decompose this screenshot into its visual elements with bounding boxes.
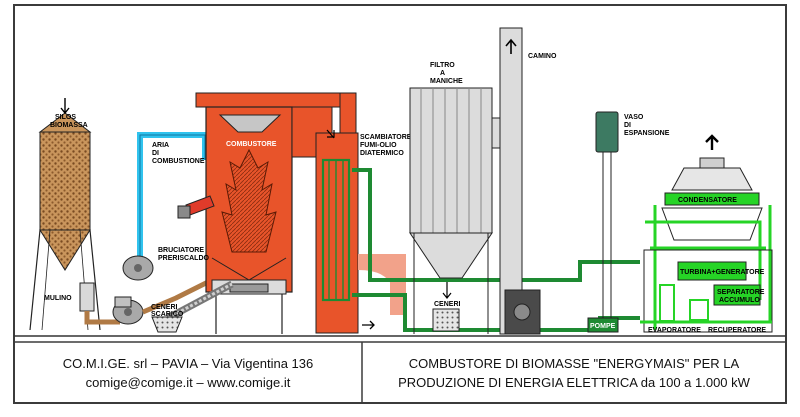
label-combustore: COMBUSTORE [226,141,277,148]
drawing-title-line1: COMBUSTORE DI BIOMASSE "ENERGYMAIS" PER … [408,356,740,371]
label-evaporatore: EVAPORATORE [648,327,701,334]
footer-title-text-block: COMBUSTORE DI BIOMASSE "ENERGYMAIS" PER … [364,345,784,401]
label-scarico: SCARICO [151,311,184,318]
label-vaso-di: DI [624,122,631,129]
flow-arrow-icon [326,129,335,139]
chimney-group: CAMINO [499,27,557,335]
biomass-feed-pipe [84,311,120,325]
flame-shape [221,148,277,253]
combustor-group: COMBUSTORE [166,92,357,334]
label-fumi-olio: FUMI-OLIO [360,142,397,149]
label-ceneri-left: CENERI [151,304,178,311]
orc-module-group: CONDENSATORE TURBINA+GENERATORE SEPARATO… [640,134,773,334]
label-diatermico: DIATERMICO [360,150,404,157]
label-a: A [440,70,445,77]
label-camino: CAMINO [528,53,557,60]
label-turbina: TURBINA+GENERATORE [680,269,765,276]
turbine-generator [677,261,747,281]
filter-body [409,87,493,234]
label-scambiatore: SCAMBIATORE [360,134,412,141]
exchanger-group: SCAMBIATORE FUMI-OLIO DIATERMICO [315,129,412,334]
label-silos: SILOS [55,114,76,121]
burner-group: BRUCIATORE PRERISCALDO [158,195,215,262]
label-maniche: MANICHE [430,78,463,85]
condenser-hood [671,167,753,191]
ash-bin-left [151,316,183,333]
filter-hopper [409,232,493,279]
label-preriscaldo: PRERISCALDO [158,255,210,262]
biomass-feed-line [142,275,218,315]
label-recuperatore: RECUPERATORE [708,327,766,334]
condenser-coil [664,192,760,206]
ash-left-group: CENERI SCARICO [151,304,184,333]
label-biomassa: BIOMASSA [50,122,88,129]
chimney-outlet-arrow-icon [505,38,517,54]
company-address: CO.M.I.GE. srl – PAVIA – Via Vigentina 1… [62,356,314,371]
separator-tank [713,284,761,306]
bag-filter-group: CENERI FILTRO A MANICHE [409,62,503,334]
label-combustione: COMBUSTIONE [152,158,205,165]
label-pompe: POMPE [590,323,616,330]
footer-company-block: CO.M.I.GE. srl – PAVIA – Via Vigentina 1… [16,345,360,401]
label-aria: ARIA [152,142,169,149]
silo-inlet-arrow-icon [60,98,70,115]
footer-title-block [14,341,786,403]
company-contacts: comige@comige.it – www.comige.it [85,375,291,390]
label-filtro: FILTRO [430,62,455,69]
label-accumulo: ACCUMULO [719,297,760,304]
expansion-vessel-group: VASO DI ESPANSIONE POMPE [587,111,670,333]
silo-hopper [39,229,91,271]
chimney-body [499,27,523,335]
silo-group: SILOS BIOMASSA [29,98,101,331]
label-bruciatore: BRUCIATORE [158,247,204,254]
orc-base-frame [643,249,773,333]
oil-pipe-supply [352,168,640,282]
combustor-top-duct [195,92,357,108]
label-ceneri-filter: CENERI [434,301,461,308]
expansion-vessel [595,111,619,153]
label-espansione: ESPANSIONE [624,130,670,137]
label-vaso: VASO [624,114,644,121]
pump-block [587,317,619,333]
label-condensatore: CONDENSATORE [678,197,737,204]
label-di: DI [152,150,159,157]
ash-bin-filter [432,308,460,332]
mill-group: MULINO [44,275,218,325]
orc-circuit-lines [653,205,772,330]
combustor-hopper [218,114,282,133]
drawing-title-line2: PRODUZIONE DI ENERGIA ELETTRICA da 100 a… [398,375,750,390]
flue-arrow-icon [362,320,375,330]
silo-body [39,131,91,231]
condenser-exhaust-arrow-icon [705,134,719,150]
label-separatore: SEPARATORE [717,289,765,296]
label-mulino: MULINO [44,295,72,302]
mill-body [79,282,95,312]
